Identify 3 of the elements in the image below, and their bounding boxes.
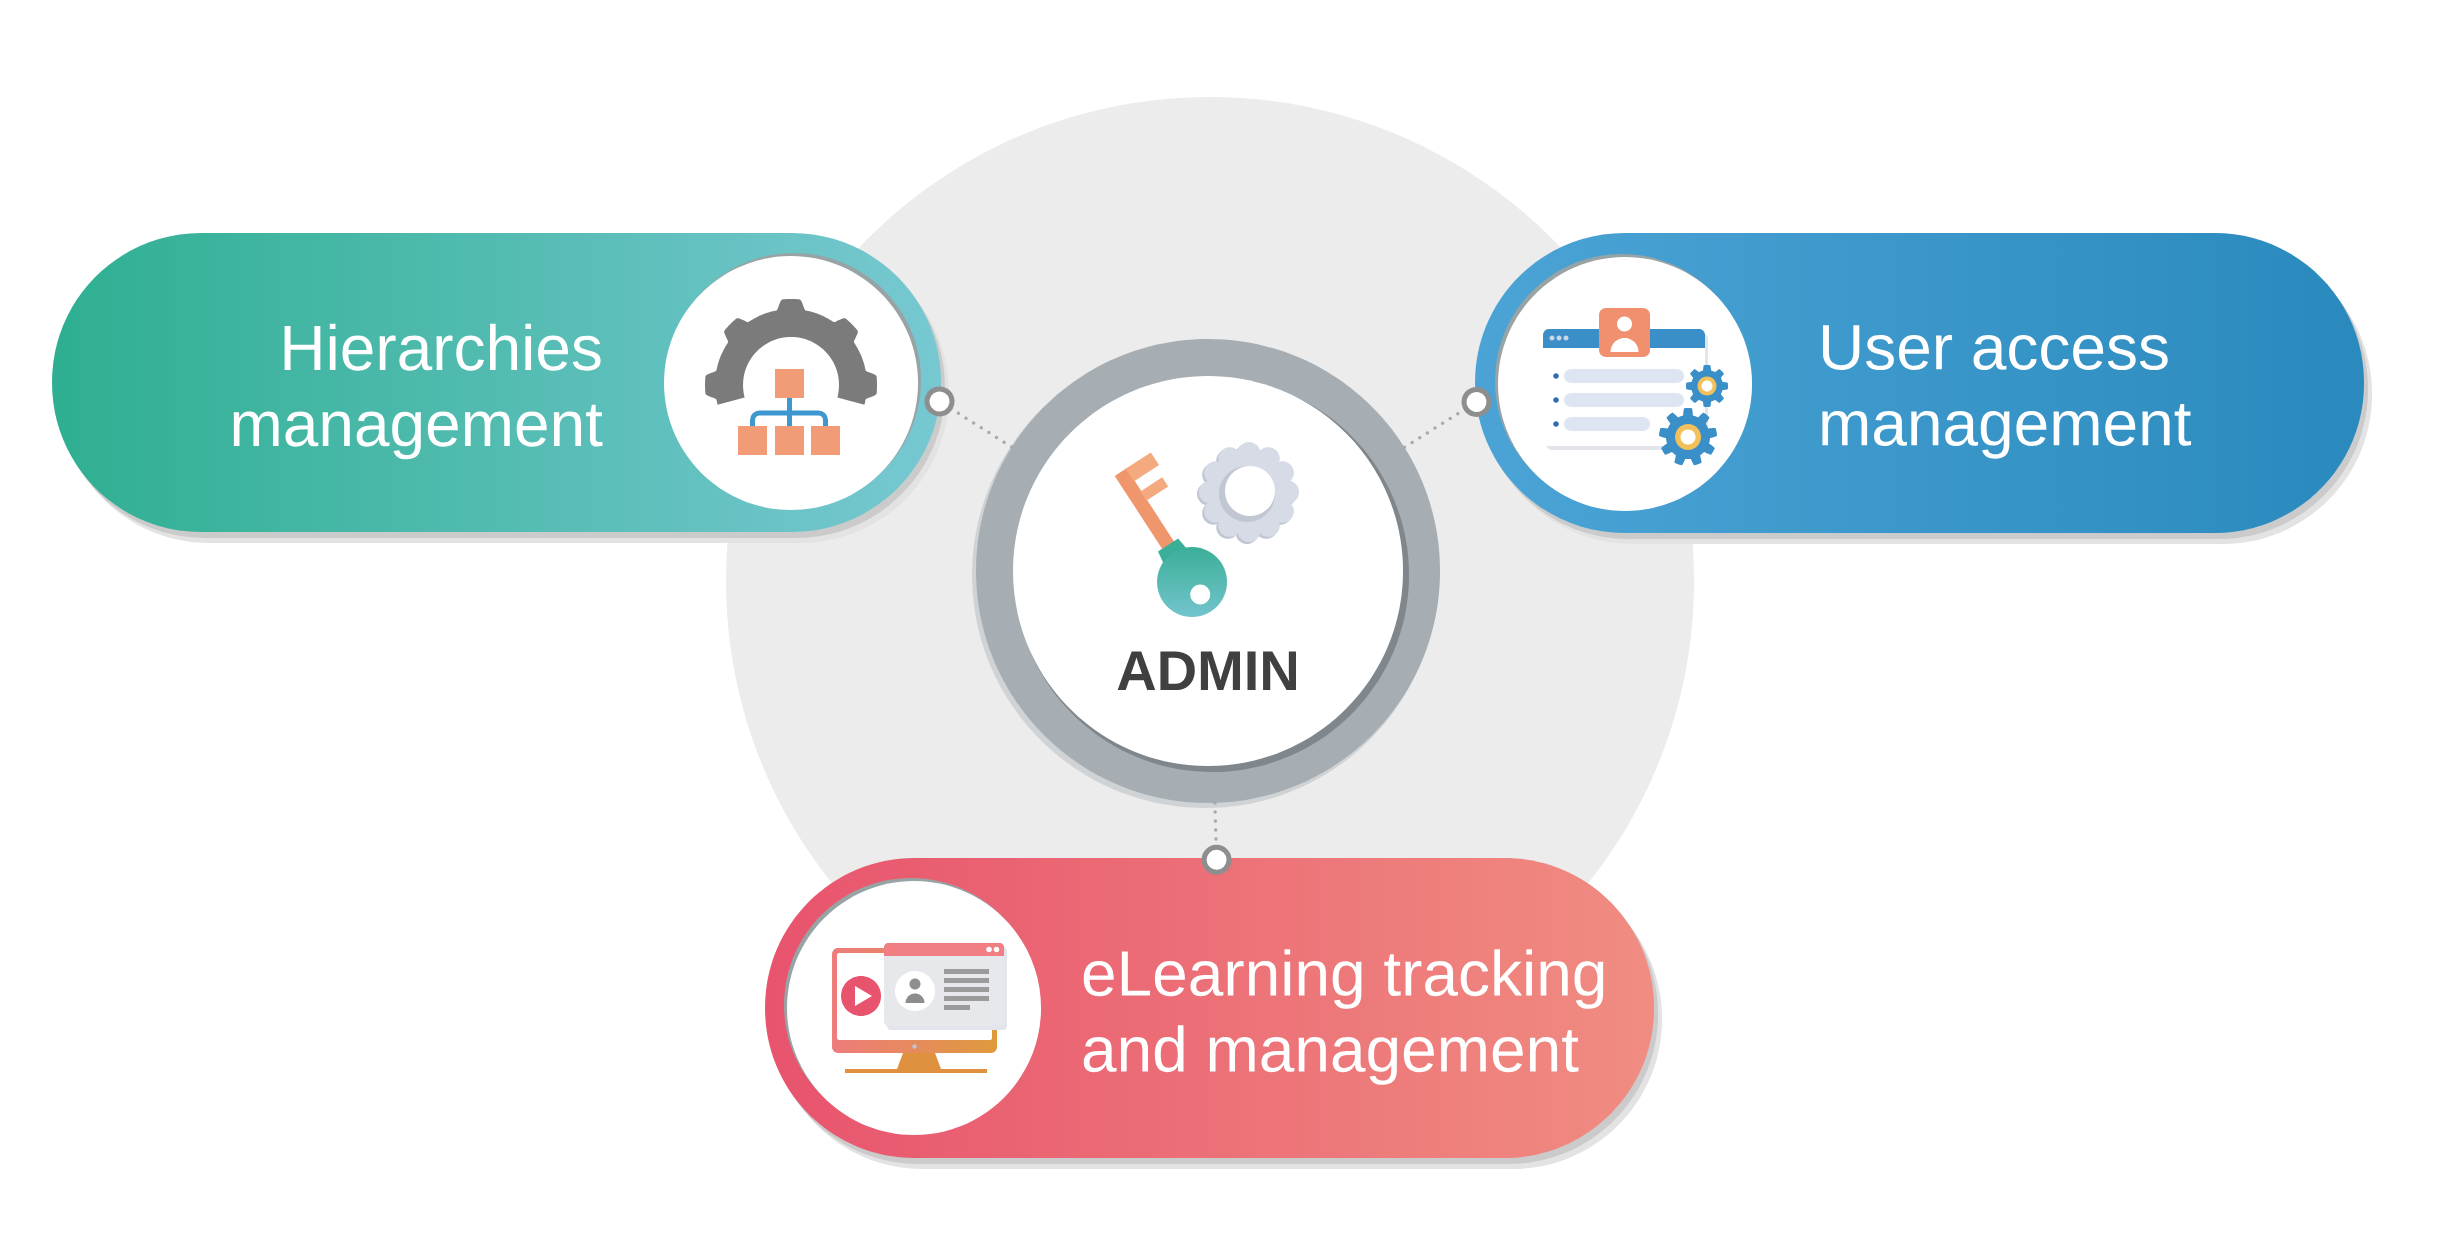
dotted-connector <box>924 386 1014 449</box>
dotted-connector <box>1402 386 1492 450</box>
dotted-connector <box>1201 801 1232 875</box>
